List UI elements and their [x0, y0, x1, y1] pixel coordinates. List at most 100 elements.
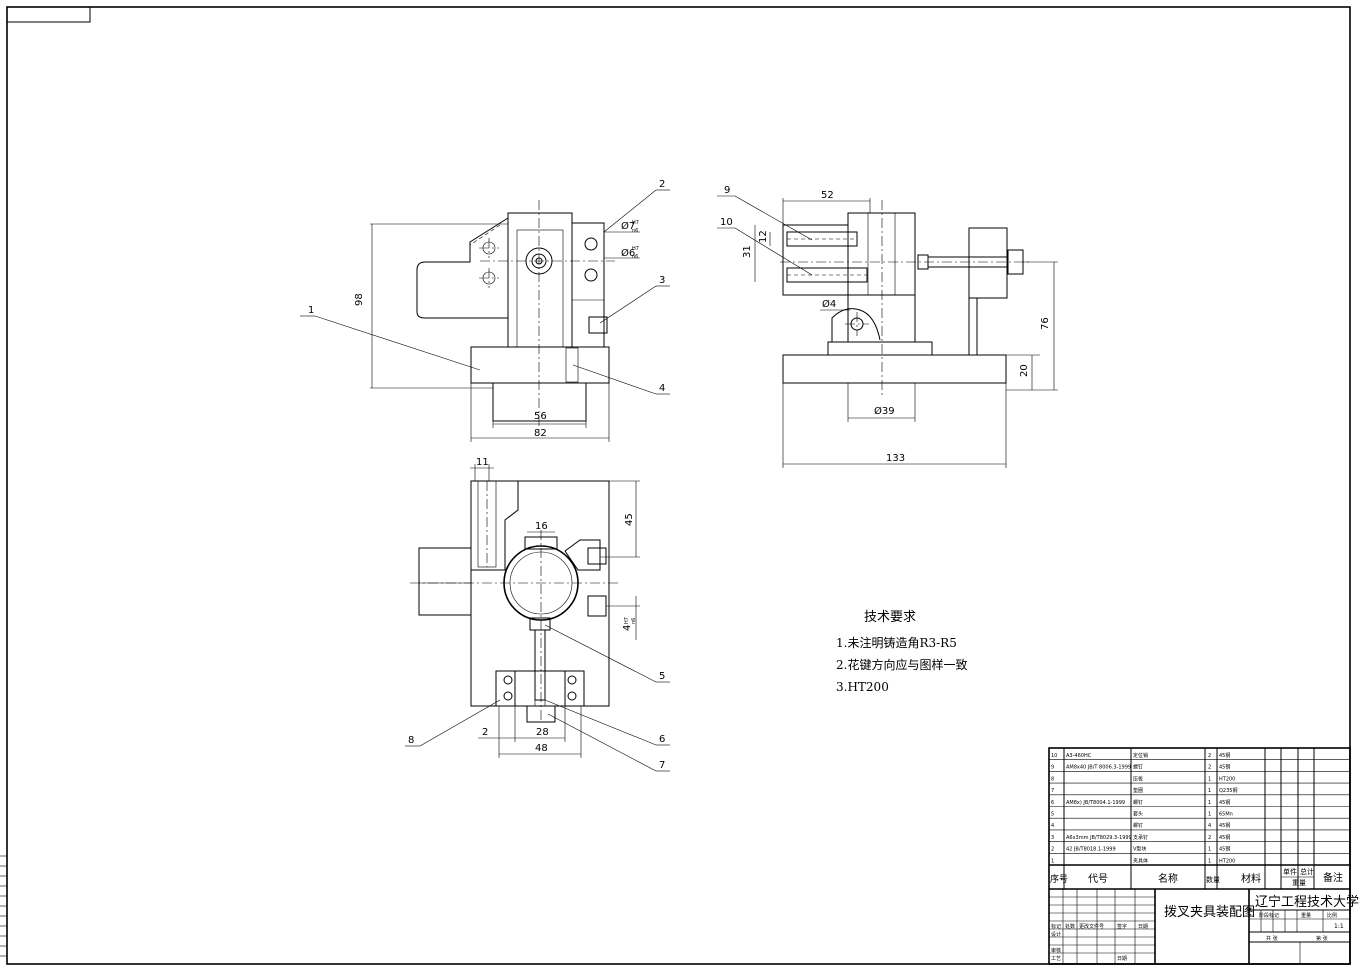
part-name: 螺钉 [1133, 799, 1143, 806]
fit-4: 4 [622, 625, 633, 631]
header-code: 代号 [1088, 873, 1108, 885]
header-remark: 备注 [1323, 871, 1343, 884]
part-qty: 1 [1208, 788, 1211, 794]
front-view: 98 56 82 Ø7 H7 n6 Ø6 H7 n6 1 2 3 4 [300, 179, 670, 442]
dim-28: 28 [536, 727, 549, 738]
fit-d7-den: n6 [632, 228, 638, 234]
title-left-grid [1049, 889, 1155, 964]
tb-label-sign: 签字 [1117, 923, 1127, 930]
part-name: 定位销 [1133, 752, 1148, 759]
callout-9: 9 [724, 185, 730, 196]
tb-label-design: 设计 [1051, 931, 1061, 938]
parts-row: 5 套头 1 65Mn [1051, 811, 1233, 818]
part-no: 4 [1051, 823, 1054, 829]
fit-4-num: H7 [624, 617, 630, 624]
school-name: 辽宁工程技术大学 [1255, 894, 1359, 910]
tech-item-1: 1.未注明铸造角R3-R5 [836, 635, 957, 650]
header-name: 名称 [1158, 872, 1178, 885]
part-material: 45钢 [1219, 822, 1230, 829]
tb-label-stage: 阶段标记 [1259, 912, 1279, 919]
part-material: 45钢 [1219, 834, 1230, 841]
tb-label-process: 工艺 [1051, 956, 1061, 962]
part-material: 45钢 [1219, 764, 1230, 771]
part-no: 10 [1051, 753, 1057, 759]
dim-56: 56 [534, 411, 547, 422]
part-qty: 1 [1208, 847, 1211, 853]
part-code: AM8x40 JB/T 8006.3-1999 [1066, 765, 1131, 771]
parts-cols-grid [1063, 748, 1315, 889]
callout-8: 8 [408, 735, 414, 746]
parts-row: 4 螺钉 4 45钢 [1051, 822, 1230, 829]
part-name: 垫圈 [1133, 787, 1143, 794]
part-name: 夹具体 [1133, 857, 1148, 864]
part-material: 45钢 [1219, 799, 1230, 806]
scale-value: 1:1 [1334, 923, 1344, 930]
dim-52: 52 [821, 190, 834, 201]
drawing-name: 拨叉夹具装配图 [1164, 905, 1255, 920]
side-view: 52 12 31 Ø4 Ø39 133 76 20 9 10 [717, 185, 1058, 468]
header-no: 序号 [1050, 873, 1068, 885]
fit-d6-den: n6 [632, 254, 638, 260]
part-no: 5 [1051, 812, 1054, 818]
part-name: V型块 [1133, 846, 1146, 853]
header-weight: 重量 [1292, 879, 1306, 887]
callout-4: 4 [659, 383, 665, 394]
parts-row: 10 A3-460HC 定位销 2 45钢 [1051, 752, 1230, 759]
part-code: A6x3mm JB/T8029.3-1999 [1066, 835, 1132, 841]
callout-5: 5 [659, 671, 665, 682]
tb-label-date: 日期 [1138, 924, 1148, 930]
parts-row: 7 垫圈 1 Q235钢 [1051, 787, 1237, 794]
dim-12: 12 [758, 230, 769, 243]
tb-label-total-sheets: 共 张 [1266, 935, 1278, 942]
dim-98: 98 [354, 293, 365, 306]
part-name: 压板 [1133, 775, 1143, 782]
dim-76: 76 [1040, 317, 1051, 330]
callout-10: 10 [720, 217, 733, 228]
part-material: HT200 [1219, 858, 1235, 864]
part-name: 套头 [1133, 811, 1143, 818]
parts-row: 8 压板 1 HT200 [1051, 775, 1235, 782]
dim-d4: Ø4 [822, 298, 836, 310]
part-name: 支承钉 [1133, 834, 1148, 841]
dim-11: 11 [476, 457, 489, 468]
parts-rows-grid [1049, 759, 1350, 854]
tb-label-review: 审核 [1051, 947, 1061, 954]
dim-82: 82 [534, 428, 547, 439]
parts-row: 1 夹具体 1 HT200 [1051, 857, 1235, 864]
callout-7: 7 [659, 760, 665, 771]
tb-label-weight: 重量 [1301, 912, 1311, 919]
part-qty: 1 [1208, 776, 1211, 782]
parts-row: 9 AM8x40 JB/T 8006.3-1999 螺钉 2 45钢 [1051, 764, 1230, 771]
part-qty: 2 [1208, 753, 1211, 759]
tb-label-sheet-no: 第 张 [1316, 935, 1328, 942]
callout-2: 2 [659, 179, 665, 190]
dim-d39: Ø39 [874, 405, 895, 417]
parts-row: 3 A6x3mm JB/T8029.3-1999 支承钉 2 45钢 [1051, 834, 1230, 841]
dim-20: 20 [1019, 364, 1030, 377]
callout-6: 6 [659, 734, 665, 745]
header-material: 材料 [1241, 872, 1261, 885]
parts-header: 序号 代号 名称 数量 材料 单件 总计 重量 备注 [1050, 867, 1343, 887]
part-qty: 1 [1208, 858, 1211, 864]
part-name: 螺钉 [1133, 764, 1143, 771]
part-material: Q235钢 [1219, 787, 1237, 794]
fit-d7: Ø7 [621, 220, 635, 232]
part-qty: 1 [1208, 812, 1211, 818]
part-name: 螺钉 [1133, 822, 1143, 829]
top-view: 11 16 45 4 H7 n6 28 48 2 5 6 7 [405, 457, 670, 772]
dim-2: 2 [482, 727, 488, 738]
tb-label-mark: 标记 [1051, 923, 1061, 930]
part-no: 1 [1051, 858, 1054, 864]
title-right-grid [1249, 910, 1350, 964]
part-no: 8 [1051, 776, 1054, 782]
tech-title: 技术要求 [864, 610, 916, 625]
parts-list: 10 A3-460HC 定位销 2 45钢 9 AM8x40 JB/T 8006… [1048, 747, 1351, 965]
part-code: A3-460HC [1066, 753, 1092, 759]
header-unit: 单件 [1283, 867, 1297, 876]
part-qty: 4 [1208, 823, 1211, 829]
dim-133: 133 [886, 453, 905, 464]
part-qty: 1 [1208, 800, 1211, 806]
part-no: 7 [1051, 788, 1054, 794]
fit-d6: Ø6 [621, 247, 635, 259]
